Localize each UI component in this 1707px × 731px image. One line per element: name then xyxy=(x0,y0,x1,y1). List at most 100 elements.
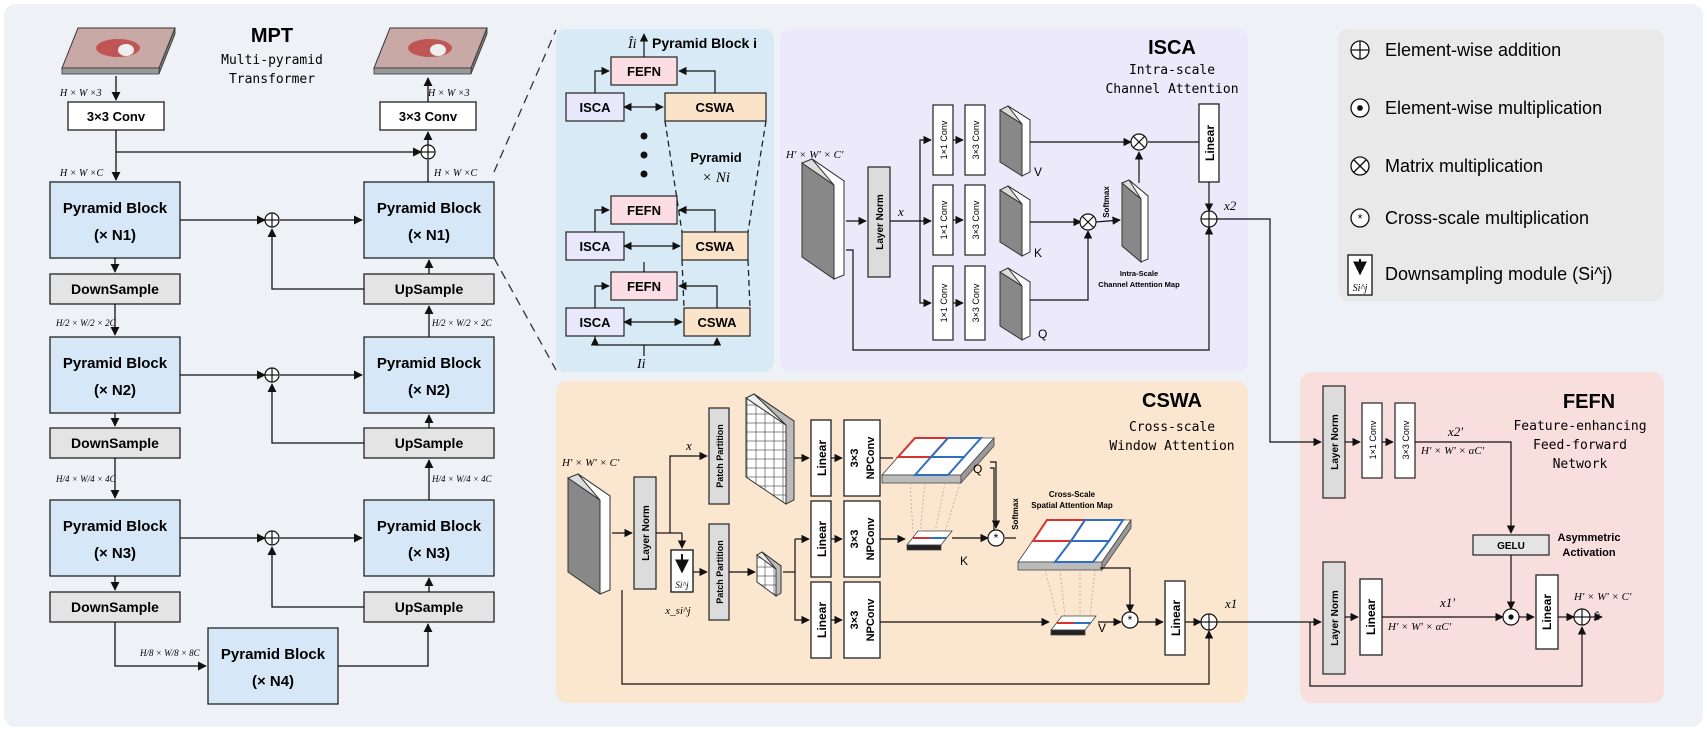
svg-text:Asymmetric: Asymmetric xyxy=(1558,532,1621,544)
svg-text:DownSample: DownSample xyxy=(71,599,159,615)
svg-text:Linear: Linear xyxy=(815,602,829,638)
mpt-subtitle-2: Transformer xyxy=(229,72,315,87)
svg-text:ISCA: ISCA xyxy=(579,100,611,115)
isca-v-tensor xyxy=(998,105,1032,177)
svg-text:x2: x2 xyxy=(1223,198,1237,213)
svg-text:(× N1): (× N1) xyxy=(94,227,136,244)
dim-right-4c: H/4 × W/4 × 4C xyxy=(431,474,493,484)
svg-text:Softmax: Softmax xyxy=(1011,498,1020,530)
output-image xyxy=(373,27,488,75)
isca-q-tensor xyxy=(998,267,1032,341)
legend-add-icon xyxy=(1350,40,1370,60)
svg-text:NPConv: NPConv xyxy=(865,598,877,642)
isca-subtitle-2: Channel Attention xyxy=(1105,82,1238,97)
mpt-subtitle-1: Multi-pyramid xyxy=(221,53,323,68)
svg-text:(× N2): (× N2) xyxy=(408,382,450,399)
svg-text:FEFN: FEFN xyxy=(627,203,661,218)
fefn-subtitle-3: Network xyxy=(1553,457,1608,472)
cswa-subtitle-1: Cross-scale xyxy=(1129,420,1215,435)
legend-mul-icon xyxy=(1350,98,1370,118)
svg-text:CSWA: CSWA xyxy=(698,315,738,330)
fefn-subtitle-2: Feed-forward xyxy=(1533,438,1627,453)
svg-text:ISCA: ISCA xyxy=(579,315,611,330)
fefn-subtitle-1: Feature-enhancing xyxy=(1513,419,1646,434)
svg-text:GELU: GELU xyxy=(1497,541,1525,552)
svg-text:Si^j: Si^j xyxy=(1353,283,1368,294)
svg-text:H' × W' × αC': H' × W' × αC' xyxy=(1387,621,1452,633)
pyramid-label: Pyramid xyxy=(690,150,741,165)
downsample-2: DownSample xyxy=(49,427,181,459)
svg-text:UpSample: UpSample xyxy=(395,281,464,297)
dim-bottom-8c: H/8 × W/8 × 8C xyxy=(139,648,201,658)
cswa-q-tensor xyxy=(881,436,995,485)
upsample-3: UpSample xyxy=(363,591,495,623)
pyramid-input-label: Ii xyxy=(636,357,646,372)
legend-mul-label: Element-wise multiplication xyxy=(1385,98,1602,118)
svg-text:Pyramid Block: Pyramid Block xyxy=(377,200,482,217)
left-pyramid-block-3: Pyramid Block (× N3) xyxy=(49,499,181,577)
svg-text:1×1 Conv: 1×1 Conv xyxy=(939,283,949,322)
svg-text:Pyramid Block: Pyramid Block xyxy=(377,518,482,535)
svg-text:Intra-Scale: Intra-Scale xyxy=(1120,269,1158,278)
svg-text:Pyramid Block: Pyramid Block xyxy=(63,518,168,535)
legend-add-label: Element-wise addition xyxy=(1385,40,1561,60)
dim-left-4c: H/4 × W/4 × 4C xyxy=(55,474,117,484)
svg-text:Channel Attention Map: Channel Attention Map xyxy=(1098,280,1180,289)
svg-text:UpSample: UpSample xyxy=(395,599,464,615)
conv-out-box xyxy=(379,101,477,131)
mpt-title: MPT xyxy=(251,25,293,47)
svg-text:x1: x1 xyxy=(1224,596,1237,611)
dim-input: H × W ×3 xyxy=(59,88,102,99)
isca-attention-map xyxy=(1121,179,1149,264)
svg-text:Linear: Linear xyxy=(1203,125,1217,161)
conv-in-box xyxy=(67,101,165,131)
mpt-section: MPT Multi-pyramid Transformer H × W ×3 H… xyxy=(49,25,557,705)
svg-text:V: V xyxy=(1098,621,1106,635)
svg-text:(× N2): (× N2) xyxy=(94,382,136,399)
svg-text:Q: Q xyxy=(973,462,982,476)
svg-text:Activation: Activation xyxy=(1562,547,1615,559)
svg-text:DownSample: DownSample xyxy=(71,435,159,451)
svg-text:CSWA: CSWA xyxy=(696,239,736,254)
legend-cross-label: Cross-scale multiplication xyxy=(1385,208,1589,228)
svg-text:Layer Norm: Layer Norm xyxy=(1330,414,1341,470)
svg-text:Layer Norm: Layer Norm xyxy=(1330,590,1341,646)
downsample-3: DownSample xyxy=(49,591,181,623)
cswa-patch-grid-small xyxy=(756,551,782,597)
isca-panel: ISCA Intra-scale Channel Attention H' × … xyxy=(780,29,1248,372)
svg-text:NPConv: NPConv xyxy=(865,517,877,561)
svg-text:(× N3): (× N3) xyxy=(94,545,136,562)
svg-text:1×1 Conv: 1×1 Conv xyxy=(939,120,949,159)
svg-text:x_si^j: x_si^j xyxy=(664,605,690,617)
svg-text:H' × W' × αC': H' × W' × αC' xyxy=(1420,445,1485,457)
svg-text:FEFN: FEFN xyxy=(627,64,661,79)
dim-left-2c: H/2 × W/2 × 2C xyxy=(55,318,117,328)
svg-text:Pyramid Block: Pyramid Block xyxy=(63,200,168,217)
pyramid-times-n: × Ni xyxy=(702,170,730,186)
svg-text:H' × W' × C': H' × W' × C' xyxy=(1573,591,1632,603)
cswa-input-dim: H' × W' × C' xyxy=(561,457,620,469)
svg-text:Layer Norm: Layer Norm xyxy=(875,194,886,250)
cswa-v-tensor xyxy=(1050,615,1097,636)
legend-matmul-label: Matrix multiplication xyxy=(1385,156,1543,176)
svg-text:ISCA: ISCA xyxy=(579,239,611,254)
svg-text:3×3 Conv: 3×3 Conv xyxy=(971,283,981,322)
svg-text:x2': x2' xyxy=(1447,424,1463,439)
svg-text:K: K xyxy=(960,554,968,568)
pyramid-title: Pyramid Block i xyxy=(652,35,757,51)
svg-text:x1': x1' xyxy=(1439,595,1455,610)
svg-text:*: * xyxy=(1128,613,1133,627)
dim-right-c: H × W ×C xyxy=(433,168,478,179)
right-pyramid-block-2: Pyramid Block (× N2) xyxy=(363,336,495,414)
right-pyramid-block-3: Pyramid Block (× N3) xyxy=(363,499,495,577)
conv-out-label: 3×3 Conv xyxy=(399,109,458,124)
legend-down-icon: Si^j xyxy=(1347,254,1373,296)
legend-cross-icon: * xyxy=(1350,208,1370,228)
pyramid-output-label: Îi xyxy=(627,35,637,52)
svg-text:1×1 Conv: 1×1 Conv xyxy=(939,200,949,239)
dim-output: H × W ×3 xyxy=(427,88,470,99)
cswa-patch-grid-large xyxy=(745,393,795,505)
svg-text:x̂: x̂ xyxy=(1593,608,1600,623)
svg-text:3×3 Conv: 3×3 Conv xyxy=(971,120,981,159)
svg-text:Linear: Linear xyxy=(1364,599,1378,635)
